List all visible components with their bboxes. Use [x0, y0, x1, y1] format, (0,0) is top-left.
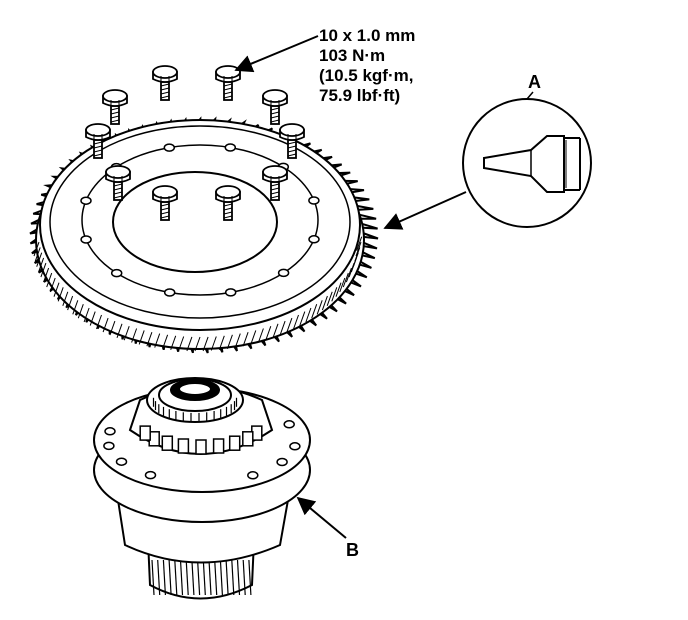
label-b-arrow — [296, 496, 347, 539]
flange-hole — [247, 471, 259, 480]
label-a: A — [528, 72, 541, 92]
label-b: B — [346, 540, 359, 560]
bolt-hole — [80, 235, 92, 244]
flange-hole — [144, 470, 157, 480]
flange-hole — [103, 441, 115, 451]
bolts — [85, 65, 305, 221]
bolt — [152, 65, 178, 101]
ring-gear — [29, 116, 379, 354]
gear-face-edge — [49, 125, 351, 319]
differential-carrier — [93, 377, 311, 600]
bolt — [85, 123, 111, 159]
bolt — [279, 123, 305, 159]
bolt-hole — [110, 268, 123, 278]
spec-arrow — [234, 35, 319, 73]
flange-hole — [289, 442, 301, 451]
label-a-leader — [526, 91, 534, 100]
gear-center-bore — [112, 171, 278, 273]
bolt-hole — [308, 235, 320, 244]
bolt — [262, 89, 288, 125]
bolt-hole — [277, 268, 290, 278]
bolt-hole — [308, 196, 320, 205]
bolt-hole — [163, 143, 176, 152]
torque-spec: 10 x 1.0 mm 103 N·m (10.5 kgf·m, 75.9 lb… — [319, 26, 415, 106]
flange-hole — [115, 457, 128, 466]
detail-bolt-head-profile — [483, 135, 565, 193]
bolt — [215, 185, 241, 221]
housing-window — [212, 438, 225, 454]
spec-bolt-size: 10 x 1.0 mm — [319, 26, 416, 45]
housing-window — [228, 435, 241, 451]
flange-hole — [104, 427, 116, 436]
spec-torque-lbfft: 75.9 lbf·ft) — [319, 86, 401, 105]
housing-window — [242, 431, 254, 447]
bolt — [152, 185, 178, 221]
bolt — [105, 165, 131, 201]
flange-holes — [103, 420, 301, 480]
bolt — [215, 65, 241, 101]
housing-window — [177, 438, 190, 454]
bolt-hole — [163, 288, 176, 297]
bolt-hole — [224, 288, 237, 297]
flange-hole — [276, 457, 288, 467]
housing-window — [195, 439, 207, 455]
detail-circle-a — [462, 98, 592, 228]
bolt — [102, 89, 128, 125]
housing-window — [139, 425, 151, 441]
leader-lines — [234, 35, 534, 539]
bolt — [262, 165, 288, 201]
bolt-hole — [80, 196, 92, 205]
housing-window — [161, 435, 174, 451]
spec-torque-nm: 103 N·m — [319, 46, 386, 65]
gear-bolt-circle — [81, 144, 319, 296]
bolt-hole — [224, 143, 237, 152]
spec-torque-kgfm: (10.5 kgf·m, — [319, 66, 414, 85]
flange-hole — [283, 420, 295, 429]
detail-a-arrow — [383, 191, 467, 230]
